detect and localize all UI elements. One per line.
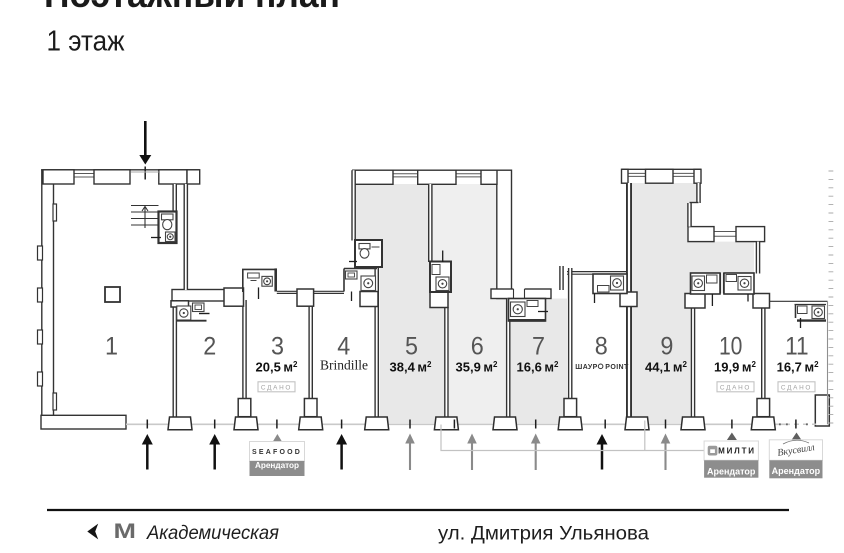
- svg-text:8: 8: [595, 333, 608, 361]
- svg-text:МИЛТИ: МИЛТИ: [718, 447, 756, 456]
- svg-text:ул. Дмитрия Ульянова: ул. Дмитрия Ульянова: [438, 523, 649, 545]
- svg-text:1 этаж: 1 этаж: [47, 26, 126, 58]
- svg-text:5: 5: [405, 333, 418, 361]
- svg-text:1: 1: [105, 333, 118, 361]
- svg-text:М: М: [114, 519, 137, 543]
- svg-text:38,4 м2: 38,4 м2: [390, 359, 433, 374]
- svg-text:Brindille: Brindille: [320, 358, 368, 373]
- svg-text:Поэтажный план: Поэтажный план: [44, 0, 340, 15]
- svg-text:Арендатор: Арендатор: [255, 461, 299, 470]
- svg-text:35,9 м2: 35,9 м2: [456, 359, 499, 374]
- svg-text:4: 4: [337, 333, 350, 361]
- svg-text:Арендатор: Арендатор: [707, 467, 756, 477]
- svg-text:SEAFOOD: SEAFOOD: [252, 449, 302, 456]
- svg-text:Арендатор: Арендатор: [772, 466, 821, 476]
- svg-text:POINT: POINT: [605, 364, 629, 371]
- svg-text:7: 7: [532, 333, 545, 361]
- svg-text:16,6 м2: 16,6 м2: [517, 359, 560, 374]
- svg-text:6: 6: [471, 333, 484, 361]
- svg-text:СДАНО: СДАНО: [720, 385, 751, 392]
- svg-text:3: 3: [271, 333, 284, 361]
- svg-text:9: 9: [660, 333, 673, 361]
- svg-text:19,9 м2: 19,9 м2: [714, 359, 757, 374]
- svg-text:44,1 м2: 44,1 м2: [645, 359, 688, 374]
- svg-text:20,5 м2: 20,5 м2: [256, 359, 299, 374]
- svg-text:Академическая: Академическая: [146, 523, 279, 544]
- svg-text:16,7 м2: 16,7 м2: [777, 359, 820, 374]
- svg-text:ШАУР: ШАУР: [575, 364, 597, 371]
- svg-text:11: 11: [785, 333, 809, 361]
- svg-text:2: 2: [203, 333, 216, 361]
- svg-text:СДАНО: СДАНО: [781, 385, 812, 392]
- svg-text:10: 10: [719, 333, 743, 361]
- svg-text:СДАНО: СДАНО: [261, 385, 292, 392]
